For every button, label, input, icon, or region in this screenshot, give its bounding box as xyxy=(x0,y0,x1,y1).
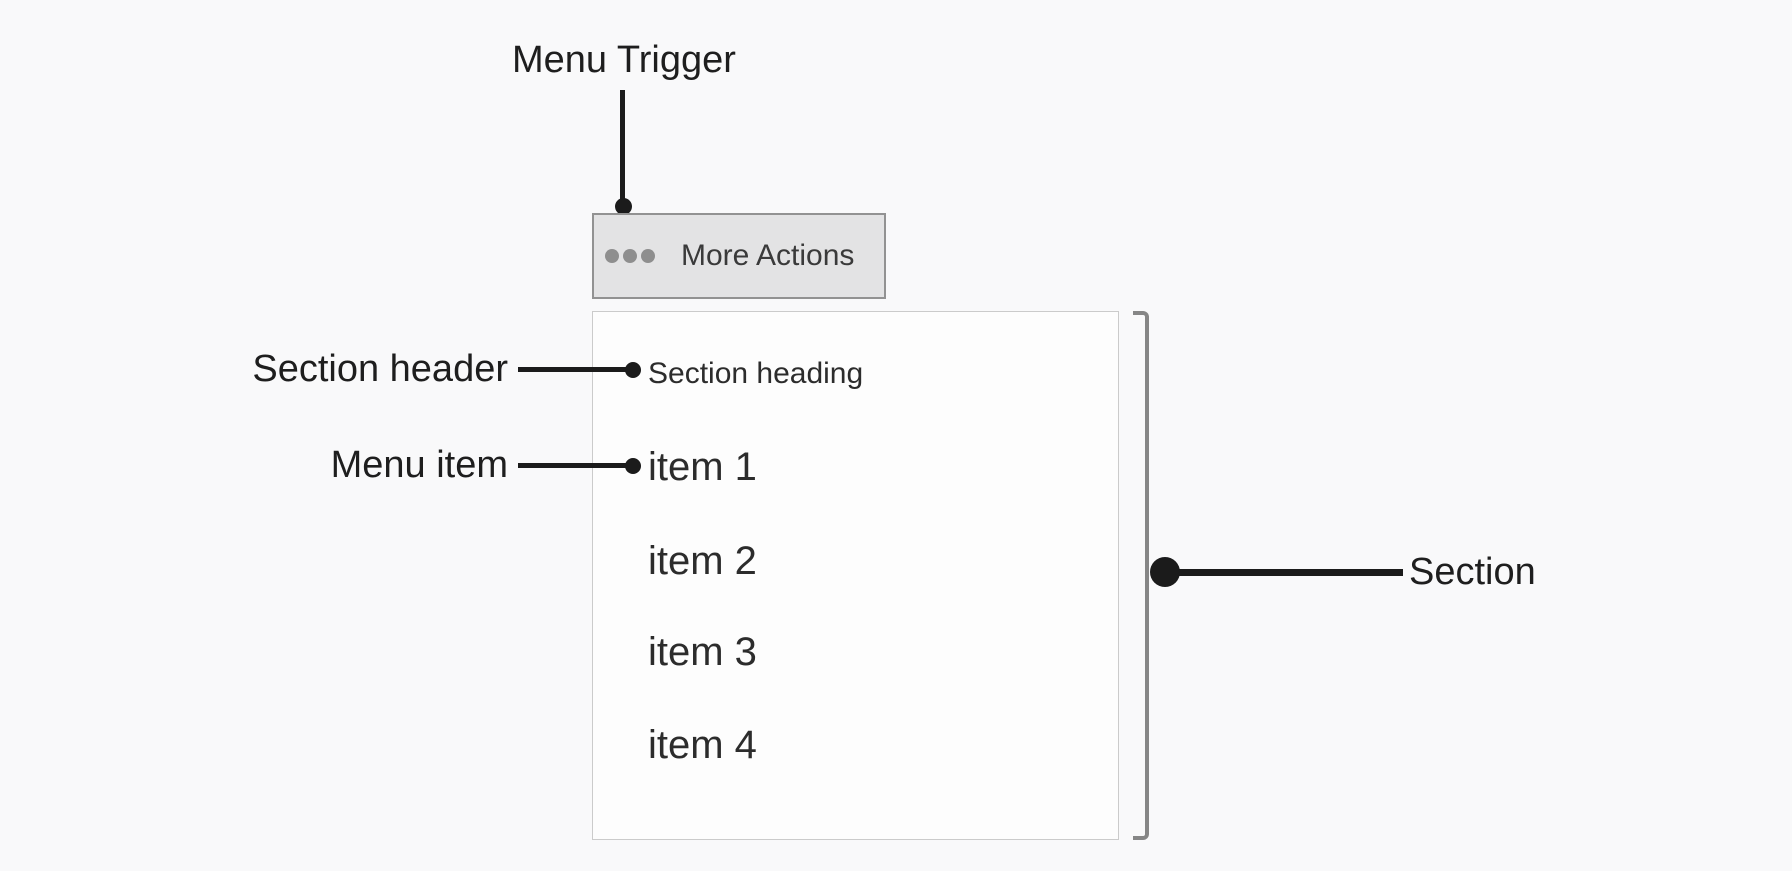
menu-section-heading: Section heading xyxy=(648,357,864,390)
menu-item-annotation-label: Menu item xyxy=(330,444,508,486)
section-header-connector-line xyxy=(518,367,628,372)
menu-item-connector-line xyxy=(518,463,628,468)
menu-item-3[interactable]: item 3 xyxy=(648,630,757,674)
more-actions-button-label: More Actions xyxy=(681,239,855,272)
menu-item-4[interactable]: item 4 xyxy=(648,723,757,767)
menu-popover-panel: Section heading item 1 item 2 item 3 ite… xyxy=(592,311,1119,840)
menu-trigger-connector-line xyxy=(620,90,625,200)
menu-item-connector-dot xyxy=(625,458,641,474)
ellipsis-icon xyxy=(605,249,655,263)
menu-trigger-connector-dot xyxy=(615,198,632,215)
menu-item-2[interactable]: item 2 xyxy=(648,539,757,583)
section-connector-line xyxy=(1165,569,1403,576)
menu-item-1[interactable]: item 1 xyxy=(648,445,757,489)
menu-trigger-annotation-label: Menu Trigger xyxy=(512,39,736,81)
more-actions-button[interactable]: More Actions xyxy=(592,213,886,299)
section-header-connector-dot xyxy=(625,362,641,378)
section-annotation-label: Section xyxy=(1409,551,1536,593)
section-header-annotation-label: Section header xyxy=(252,348,508,390)
section-bracket xyxy=(1133,311,1149,840)
